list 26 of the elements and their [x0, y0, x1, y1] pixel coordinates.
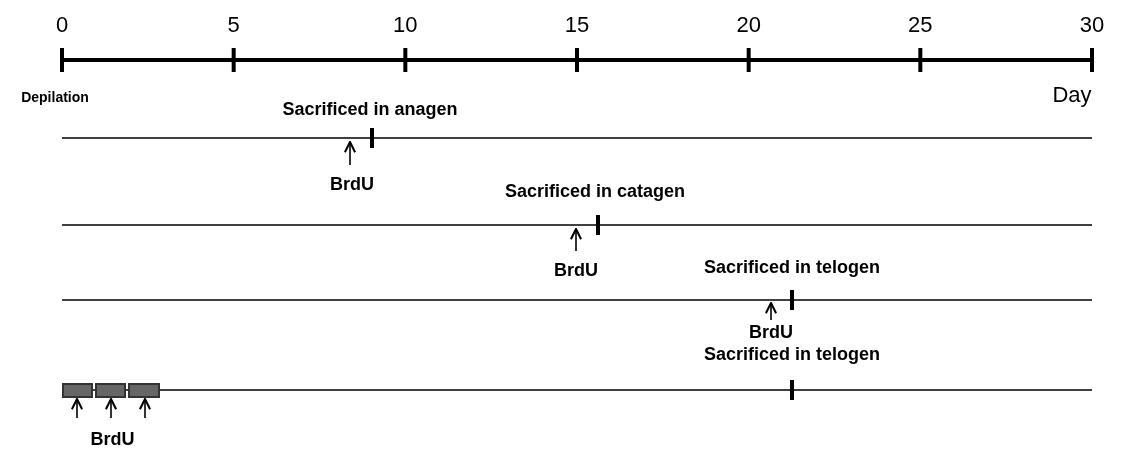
- brdu-label: BrdU: [330, 175, 374, 193]
- sacrifice-label: Sacrificed in telogen: [704, 345, 880, 363]
- sacrifice-label: Sacrificed in catagen: [504, 182, 686, 200]
- arrow: [104, 398, 118, 419]
- brdu-label: BrdU: [90, 430, 135, 448]
- arrow: [569, 228, 583, 252]
- sacrifice-label: Sacrificed in telogen: [704, 258, 880, 276]
- arrow: [138, 398, 152, 419]
- arrow: [764, 302, 778, 321]
- brdu-label: BrdU: [749, 323, 793, 341]
- tick-label: 10: [393, 14, 418, 36]
- axis-unit-label: Day: [1052, 84, 1092, 106]
- injection-bar: [128, 383, 160, 398]
- arrow: [70, 398, 84, 419]
- brdu-label: BrdU: [554, 261, 598, 279]
- injection-bar: [62, 383, 93, 398]
- arrow: [343, 141, 357, 166]
- injection-bar: [95, 383, 126, 398]
- tick-label: 25: [908, 14, 933, 36]
- tick-label: 20: [736, 14, 761, 36]
- start-label: Depilation: [21, 90, 89, 104]
- sacrifice-label: Sacrificed in anagen: [282, 100, 458, 118]
- tick-label: 30: [1079, 14, 1105, 36]
- tick-label: 15: [564, 14, 590, 36]
- tick-label: 0: [55, 14, 69, 36]
- tick-label: 5: [227, 14, 240, 36]
